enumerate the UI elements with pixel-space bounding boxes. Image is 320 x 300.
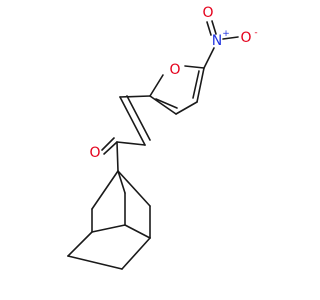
bond <box>117 170 151 207</box>
structure-diagram: O O N + O O - <box>67 5 258 270</box>
carbonyl-bond <box>103 141 118 155</box>
nitro-oxygen-top-label: O <box>202 5 213 21</box>
bond <box>203 47 215 69</box>
bond <box>67 231 93 257</box>
bond <box>149 95 177 115</box>
alkene-bond <box>126 95 151 141</box>
bond <box>116 141 146 146</box>
bond <box>175 101 198 115</box>
alkene-bond <box>119 96 146 146</box>
nitro-bond <box>222 36 239 40</box>
furan-oxygen-label: O <box>169 62 180 78</box>
bond <box>192 70 200 99</box>
nitro-bond <box>206 21 212 36</box>
bond <box>124 224 151 239</box>
nitro-bond <box>211 20 217 35</box>
bond <box>155 98 178 109</box>
molecule-canvas: O O N + O O - <box>67 5 258 270</box>
oxygen-charge-label: - <box>254 28 257 38</box>
bond <box>116 141 119 172</box>
bond <box>91 224 126 233</box>
carbonyl-bond <box>101 137 115 151</box>
nitro-group <box>203 20 239 69</box>
nitro-oxygen-right-label: O <box>240 30 251 46</box>
nitro-nitrogen-label: N <box>212 33 222 49</box>
bond <box>91 170 119 210</box>
bond <box>149 74 164 97</box>
bond <box>196 67 205 103</box>
bond <box>184 65 205 69</box>
adamantane-group <box>67 170 151 270</box>
nitrogen-charge-label: + <box>222 29 230 39</box>
enone-chain <box>101 95 151 172</box>
bond <box>119 95 151 98</box>
furan-ring <box>149 65 205 115</box>
ketone-oxygen-label: O <box>89 145 100 161</box>
bond <box>121 237 151 270</box>
bond <box>67 255 123 270</box>
bond <box>117 170 126 194</box>
